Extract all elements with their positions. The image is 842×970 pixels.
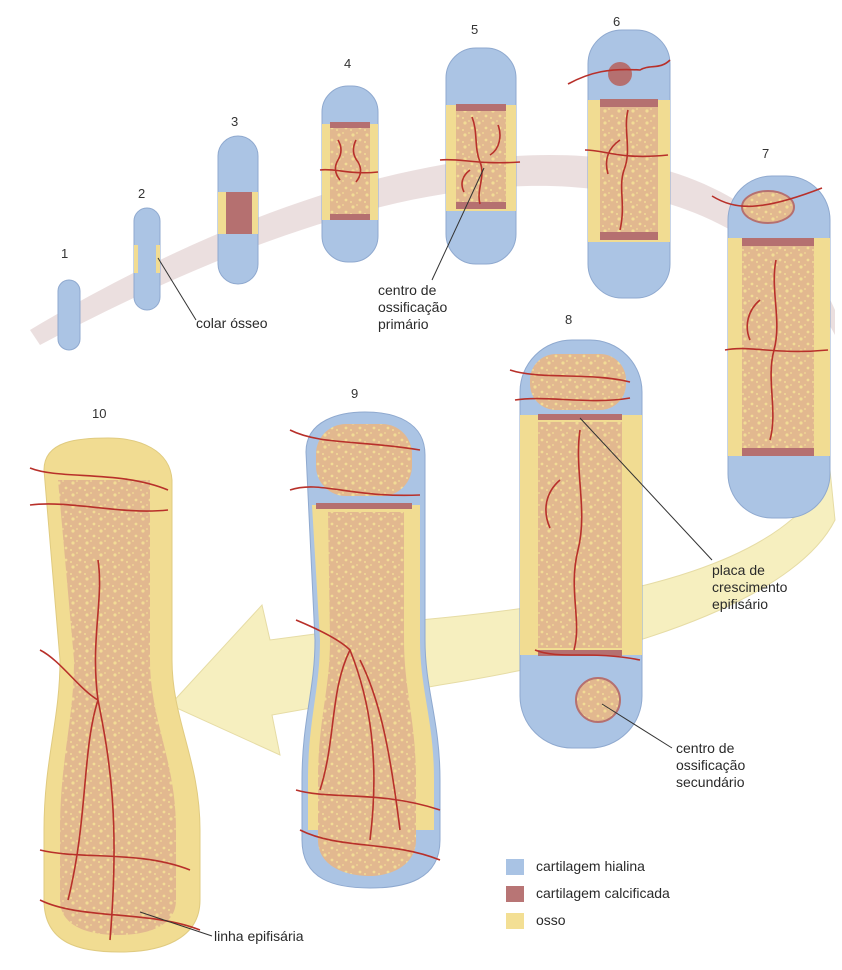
label-plate-line3: epifisário: [712, 596, 787, 613]
legend-swatch-calcified: [506, 886, 524, 902]
legend-label-hyaline: cartilagem hialina: [536, 858, 645, 875]
stage-number-2: 2: [138, 186, 145, 201]
legend-item-bone: osso: [506, 907, 670, 934]
label-secondary-line3: secundário: [676, 774, 745, 791]
stage-number-7: 7: [762, 146, 769, 161]
legend-swatch-hyaline: [506, 859, 524, 875]
label-epiphyseal-line: linha epifisária: [214, 928, 304, 945]
stage-number-9: 9: [351, 386, 358, 401]
legend-label-bone: osso: [536, 912, 566, 929]
legend-item-calcified: cartilagem calcificada: [506, 880, 670, 907]
label-secondary-line2: ossificação: [676, 757, 745, 774]
label-plate-line2: crescimento: [712, 579, 787, 596]
label-growth-plate: placa de crescimento epifisário: [712, 562, 787, 613]
stage-number-3: 3: [231, 114, 238, 129]
label-collar: colar ósseo: [196, 315, 268, 332]
stage-number-4: 4: [344, 56, 351, 71]
legend: cartilagem hialina cartilagem calcificad…: [506, 853, 670, 934]
stage-number-1: 1: [61, 246, 68, 261]
stage-number-10: 10: [92, 406, 106, 421]
stage-number-5: 5: [471, 22, 478, 37]
stage-number-8: 8: [565, 312, 572, 327]
stage3-calcified: [226, 192, 252, 234]
label-secondary-line1: centro de: [676, 740, 745, 757]
legend-label-calcified: cartilagem calcificada: [536, 885, 670, 902]
legend-item-hyaline: cartilagem hialina: [506, 853, 670, 880]
label-secondary-center: centro de ossificação secundário: [676, 740, 745, 791]
label-plate-line1: placa de: [712, 562, 787, 579]
label-primary-center: centro de ossificação primário: [378, 282, 447, 333]
legend-swatch-bone: [506, 913, 524, 929]
label-primary-line2: ossificação: [378, 299, 447, 316]
label-primary-line1: centro de: [378, 282, 447, 299]
label-primary-line3: primário: [378, 316, 447, 333]
stage1-bone: [58, 280, 80, 350]
stage-number-6: 6: [613, 14, 620, 29]
